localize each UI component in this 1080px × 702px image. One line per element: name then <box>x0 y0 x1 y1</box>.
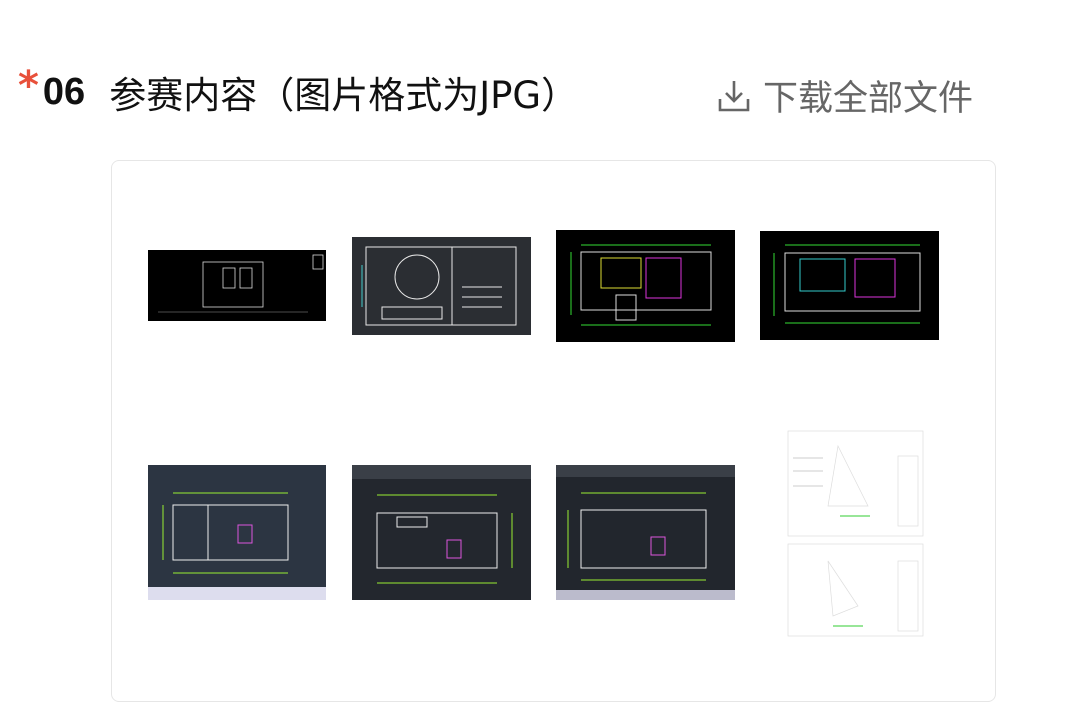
required-mark: * <box>18 63 39 109</box>
image-gallery <box>111 160 996 702</box>
cad-image-3[interactable] <box>556 230 735 342</box>
section-number: 06 <box>42 70 86 113</box>
cad-image-4[interactable] <box>760 231 939 340</box>
download-icon <box>718 80 750 111</box>
cad-image-2[interactable] <box>352 237 531 335</box>
section-header: * 06 参赛内容（图片格式为JPG） <box>18 62 578 122</box>
cad-image-5[interactable] <box>148 465 326 600</box>
cad-image-7[interactable] <box>556 465 735 600</box>
download-all-label: 下载全部文件 <box>763 79 974 119</box>
cad-image-8[interactable] <box>778 426 928 641</box>
cad-image-6[interactable] <box>352 465 531 600</box>
cad-image-1[interactable] <box>148 250 326 321</box>
section-title: 参赛内容（图片格式为JPG） <box>109 74 579 117</box>
download-all-button[interactable]: 下载全部文件 <box>715 70 973 121</box>
